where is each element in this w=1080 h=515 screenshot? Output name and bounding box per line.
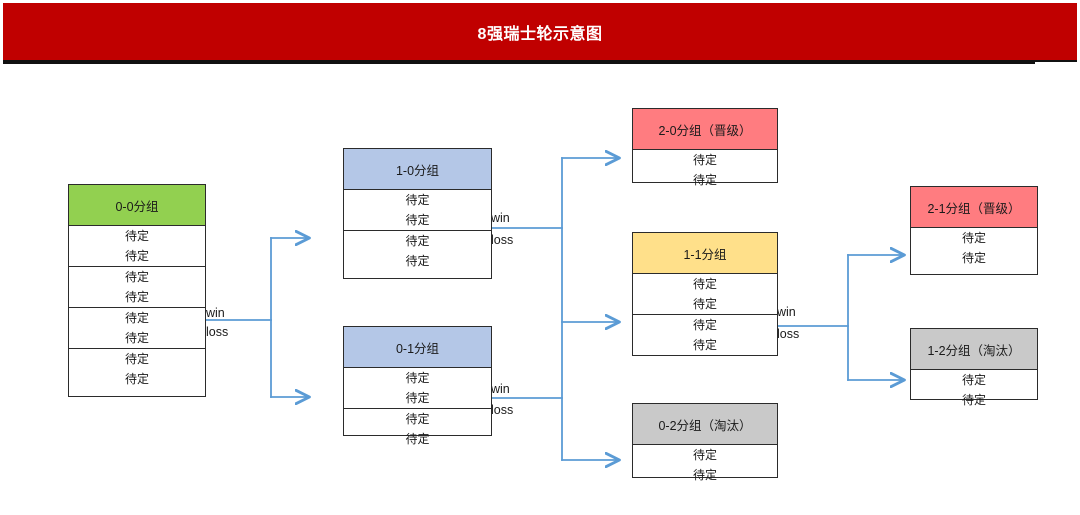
- match-pair[interactable]: 待定 待定: [69, 349, 205, 389]
- player-slot: 待定: [405, 193, 430, 207]
- group-header-2-0: 2-0分组（晋级）: [633, 109, 777, 150]
- edge-label-r2a-loss: loss: [491, 233, 514, 247]
- match-pair[interactable]: 待定 待定: [344, 409, 491, 449]
- group-header-1-1: 1-1分组: [633, 233, 777, 274]
- player-slot: 待定: [692, 277, 717, 291]
- match-pair[interactable]: 待定 待定: [69, 226, 205, 267]
- title-banner: 8强瑞士轮示意图: [3, 3, 1077, 62]
- player-slot: 待定: [124, 352, 149, 366]
- group-box-0-2[interactable]: 0-2分组（淘汰） 待定 待定: [632, 403, 778, 482]
- group-box-1-2[interactable]: 1-2分组（淘汰） 待定 待定: [910, 328, 1038, 407]
- group-header-1-0: 1-0分组: [344, 149, 491, 190]
- group-header-1-2: 1-2分组（淘汰）: [911, 329, 1037, 370]
- match-pair[interactable]: 待定 待定: [344, 231, 491, 271]
- match-pair[interactable]: 待定 待定: [911, 228, 1037, 268]
- edge-label-r2b-win: win: [491, 382, 510, 396]
- match-pair[interactable]: 待定 待定: [69, 267, 205, 308]
- match-pair[interactable]: 待定 待定: [344, 368, 491, 409]
- edge-label-r1-loss: loss: [206, 325, 229, 339]
- player-slot: 待定: [124, 270, 149, 284]
- player-slot: 待定: [405, 412, 430, 426]
- group-box-0-0[interactable]: 0-0分组 待定 待定 待定 待定 待定 待定 待定 待定: [68, 184, 206, 397]
- edge-label-r1-win: win: [206, 306, 225, 320]
- player-slot: 待定: [961, 231, 986, 245]
- group-box-2-1[interactable]: 2-1分组（晋级） 待定 待定: [910, 186, 1038, 275]
- player-slot: 待定: [692, 173, 717, 187]
- player-slot: 待定: [692, 153, 717, 167]
- player-slot: 待定: [124, 249, 149, 263]
- group-box-1-0[interactable]: 1-0分组 待定 待定 待定 待定: [343, 148, 492, 279]
- player-slot: 待定: [961, 373, 986, 387]
- match-pair[interactable]: 待定 待定: [344, 190, 491, 231]
- group-box-2-0[interactable]: 2-0分组（晋级） 待定 待定: [632, 108, 778, 187]
- edge-label-r3-win: win: [777, 305, 796, 319]
- player-slot: 待定: [961, 251, 986, 265]
- player-slot: 待定: [692, 318, 717, 332]
- player-slot: 待定: [692, 338, 717, 352]
- player-slot: 待定: [124, 229, 149, 243]
- player-slot: 待定: [405, 391, 430, 405]
- group-header-0-1: 0-1分组: [344, 327, 491, 368]
- player-slot: 待定: [961, 393, 986, 407]
- match-pair[interactable]: 待定 待定: [911, 370, 1037, 410]
- player-slot: 待定: [124, 290, 149, 304]
- player-slot: 待定: [405, 254, 430, 268]
- group-header-0-2: 0-2分组（淘汰）: [633, 404, 777, 445]
- player-slot: 待定: [692, 297, 717, 311]
- player-slot: 待定: [405, 432, 430, 446]
- edge-label-r3-loss: loss: [777, 327, 800, 341]
- banner-underline: [3, 62, 1035, 64]
- player-slot: 待定: [124, 372, 149, 386]
- player-slot: 待定: [124, 331, 149, 345]
- edge-label-r2b-loss: loss: [491, 403, 514, 417]
- group-box-1-1[interactable]: 1-1分组 待定 待定 待定 待定: [632, 232, 778, 356]
- player-slot: 待定: [405, 371, 430, 385]
- player-slot: 待定: [692, 468, 717, 482]
- match-pair[interactable]: 待定 待定: [69, 308, 205, 349]
- group-header-0-0: 0-0分组: [69, 185, 205, 226]
- player-slot: 待定: [405, 234, 430, 248]
- group-header-2-1: 2-1分组（晋级）: [911, 187, 1037, 228]
- player-slot: 待定: [405, 213, 430, 227]
- player-slot: 待定: [692, 448, 717, 462]
- group-box-0-1[interactable]: 0-1分组 待定 待定 待定 待定: [343, 326, 492, 446]
- edge-label-r2a-win: win: [491, 211, 510, 225]
- page-title: 8强瑞士轮示意图: [477, 25, 603, 43]
- match-pair[interactable]: 待定 待定: [633, 315, 777, 355]
- match-pair[interactable]: 待定 待定: [633, 274, 777, 315]
- match-pair[interactable]: 待定 待定: [633, 445, 777, 485]
- player-slot: 待定: [124, 311, 149, 325]
- match-pair[interactable]: 待定 待定: [633, 150, 777, 190]
